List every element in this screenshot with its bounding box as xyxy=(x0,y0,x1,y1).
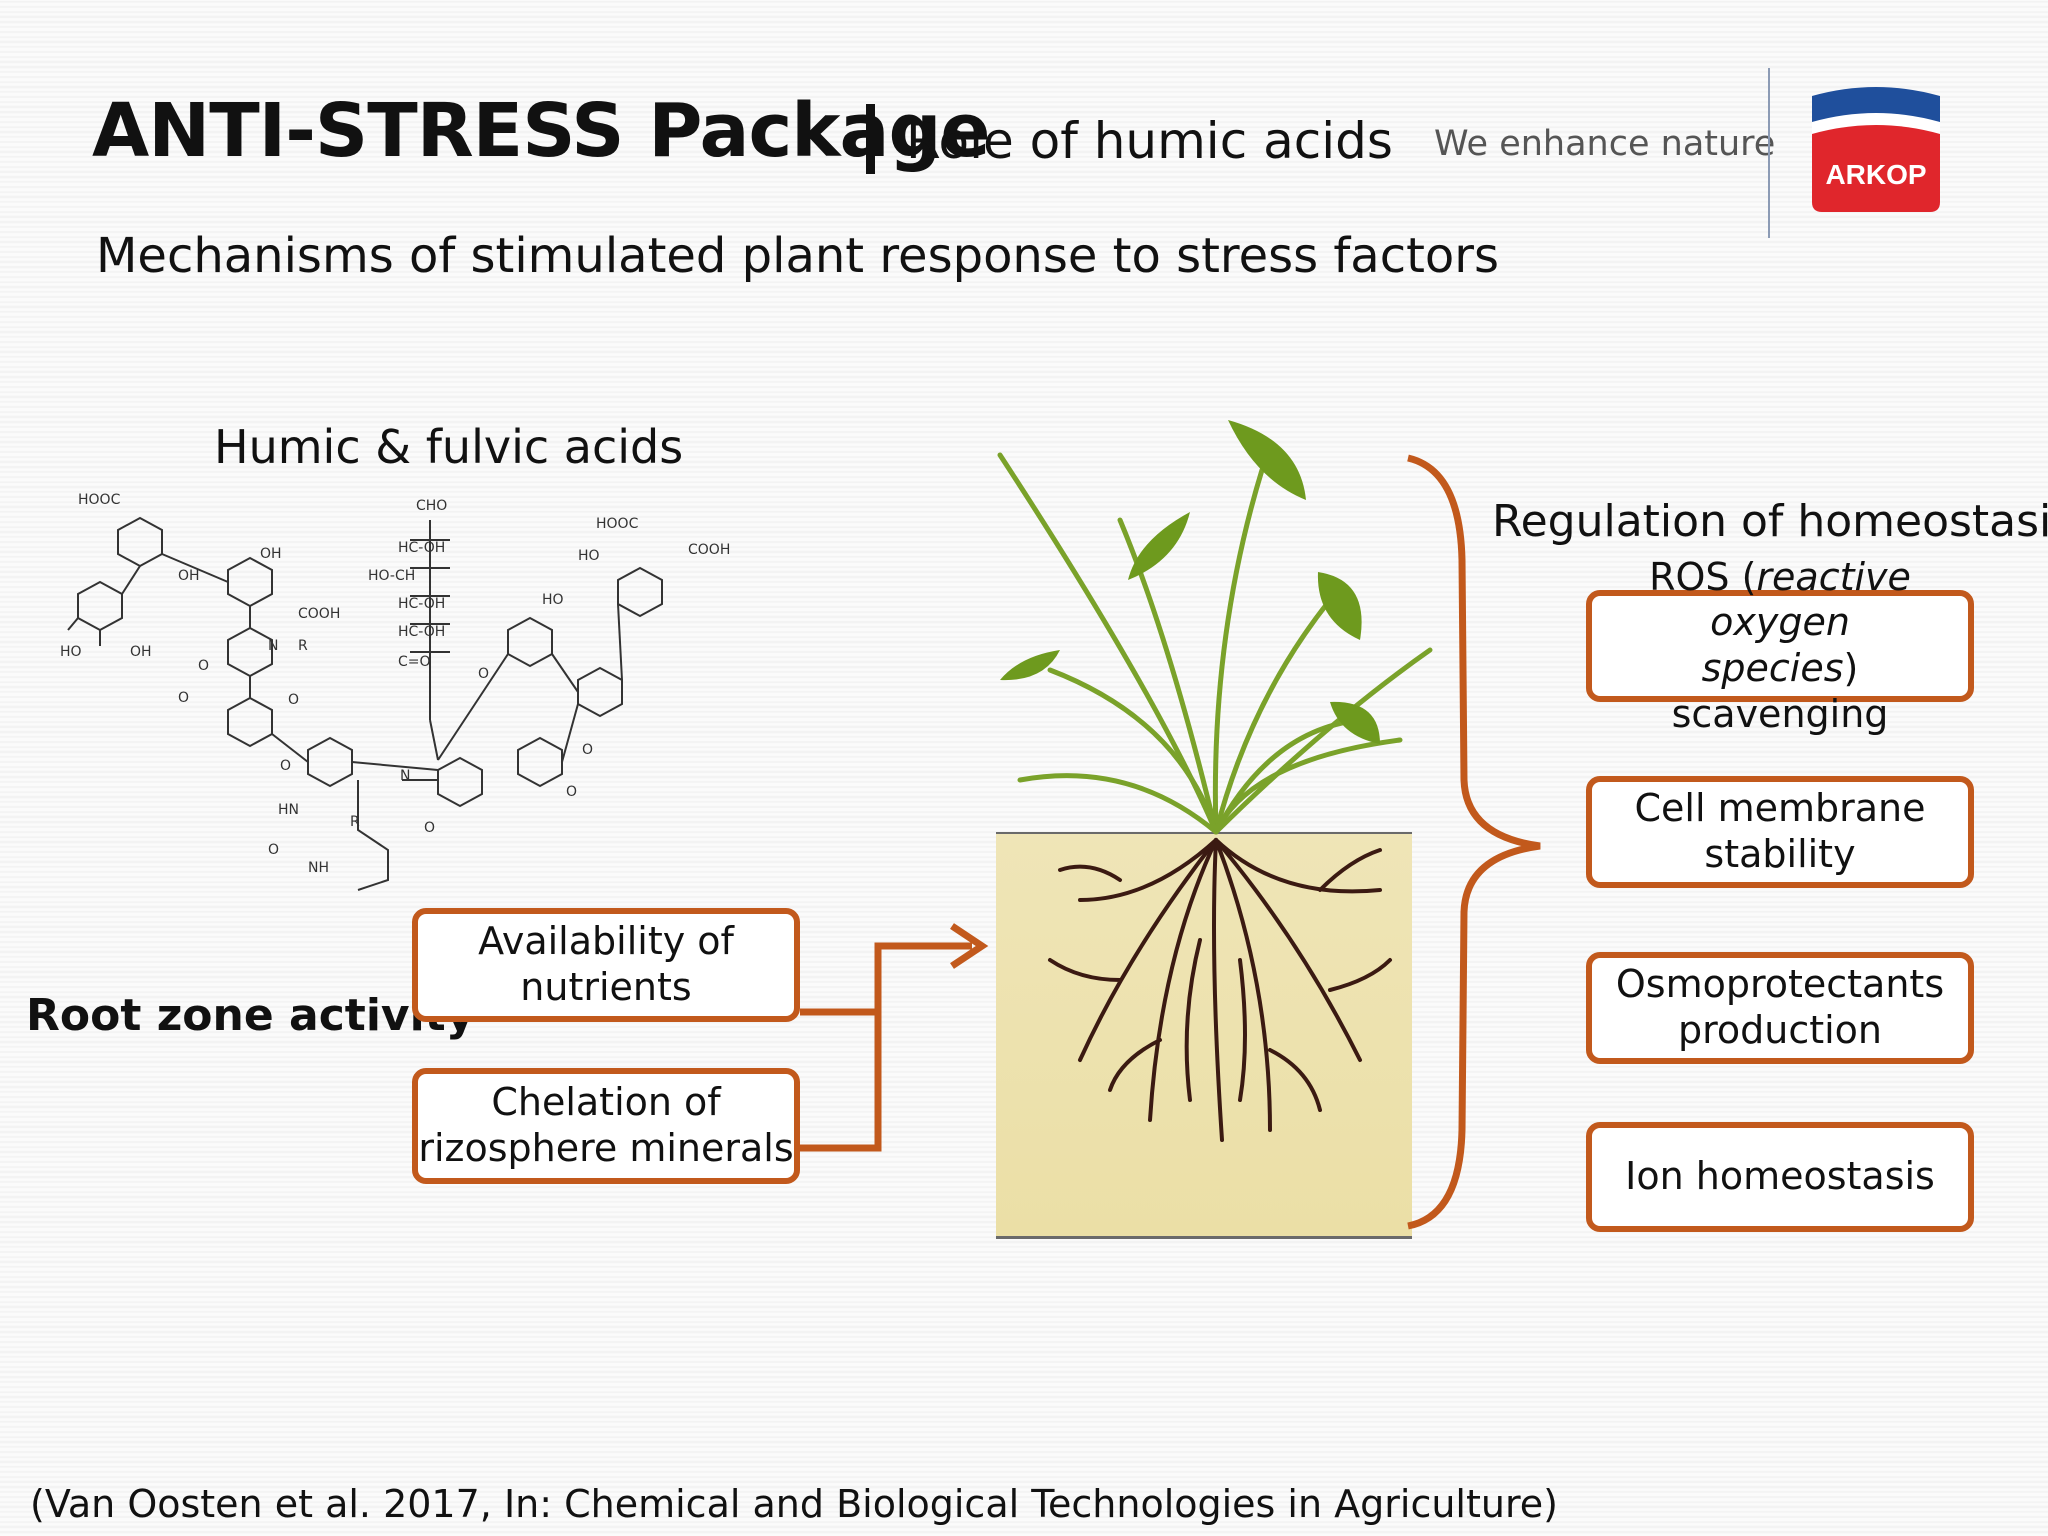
svg-text:HO: HO xyxy=(542,592,564,608)
svg-text:HN: HN xyxy=(278,802,299,818)
svg-text:R: R xyxy=(350,814,360,830)
svg-text:HC-OH: HC-OH xyxy=(398,624,445,640)
box-line: production xyxy=(1677,1008,1883,1052)
svg-text:CHO: CHO xyxy=(416,498,447,514)
box-text: reactive oxygen xyxy=(1710,554,1911,645)
box-text: species xyxy=(1701,646,1844,690)
svg-text:N: N xyxy=(268,638,278,654)
svg-text:C=O: C=O xyxy=(398,654,431,670)
box-line: stability xyxy=(1704,832,1856,876)
humic-fulvic-label: Humic & fulvic acids xyxy=(214,420,684,474)
svg-text:COOH: COOH xyxy=(688,542,730,558)
box-line: Osmoprotectants xyxy=(1615,962,1945,1007)
svg-text:HOOC: HOOC xyxy=(78,492,121,508)
leaf xyxy=(1000,420,1380,744)
svg-text:HC-OH: HC-OH xyxy=(398,596,445,612)
svg-text:COOH: COOH xyxy=(298,606,340,622)
svg-text:N: N xyxy=(400,768,410,784)
title-divider xyxy=(866,104,875,174)
plant-shoot xyxy=(997,452,1433,835)
svg-text:OH: OH xyxy=(130,644,152,660)
curly-brace xyxy=(1407,454,1541,1230)
svg-text:HO-CH: HO-CH xyxy=(368,568,415,584)
header-divider xyxy=(1768,68,1770,238)
svg-text:HO: HO xyxy=(60,644,82,660)
svg-text:O: O xyxy=(178,690,189,706)
svg-text:O: O xyxy=(566,784,577,800)
box-line: Ion homeostasis xyxy=(1625,1154,1935,1199)
box-line: Availability of xyxy=(478,919,734,964)
svg-text:O: O xyxy=(198,658,209,674)
page-subtitle: Role of humic acids xyxy=(906,112,1393,170)
soil-block xyxy=(996,832,1412,1239)
svg-text:HC-OH: HC-OH xyxy=(398,540,445,556)
svg-text:O: O xyxy=(280,758,291,774)
mechanisms-heading: Mechanisms of stimulated plant response … xyxy=(96,228,1500,284)
logo-text: ARKOP xyxy=(1825,159,1926,190)
box-text: ) scavenging xyxy=(1671,646,1889,736)
svg-text:HO: HO xyxy=(578,548,600,564)
citation: (Van Oosten et al. 2017, In: Chemical an… xyxy=(30,1482,1558,1526)
svg-text:O: O xyxy=(478,666,489,682)
svg-text:HOOC: HOOC xyxy=(596,516,639,532)
svg-text:O: O xyxy=(582,742,593,758)
page-title: ANTI-STRESS Package xyxy=(92,88,991,174)
svg-text:O: O xyxy=(268,842,279,858)
box-line: Chelation of xyxy=(491,1080,721,1125)
ros-scavenging-box: ROS (reactive oxygen species) scavenging xyxy=(1586,555,1974,736)
box-line: rizosphere minerals xyxy=(418,1126,794,1170)
svg-text:O: O xyxy=(424,820,435,836)
root-zone-label: Root zone activity xyxy=(26,990,475,1041)
svg-text:NH: NH xyxy=(308,860,329,876)
svg-text:OH: OH xyxy=(178,568,200,584)
tagline: We enhance nature xyxy=(1434,124,1776,164)
svg-text:OH: OH xyxy=(260,546,282,562)
connector-arrow xyxy=(800,923,989,1152)
svg-text:O: O xyxy=(288,692,299,708)
regulation-heading: Regulation of homeostasis xyxy=(1492,496,2048,547)
box-line: nutrients xyxy=(520,965,692,1009)
ion-homeostasis-box: Ion homeostasis xyxy=(1586,1122,1974,1232)
arkop-logo: ARKOP xyxy=(1812,87,1940,212)
svg-text:R: R xyxy=(298,638,308,654)
box-line: Cell membrane xyxy=(1634,786,1926,831)
box-text: ROS ( xyxy=(1649,554,1757,599)
